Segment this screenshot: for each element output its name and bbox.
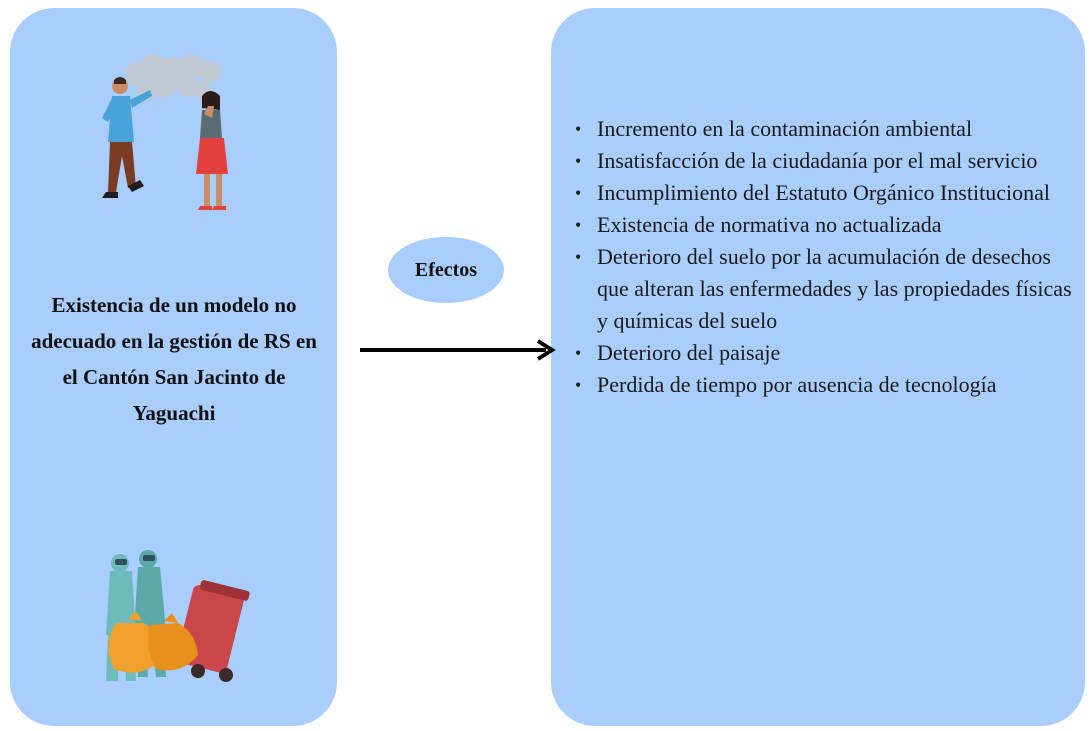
effect-item: Insatisfacción de la ciudadanía por el m… (573, 145, 1073, 177)
effects-list: Incremento en la contaminación ambiental… (573, 113, 1073, 401)
effect-item: Incremento en la contaminación ambiental (573, 113, 1073, 145)
effect-item: Existencia de normativa no actualizada (573, 209, 1073, 241)
right-arrow-icon (360, 339, 556, 361)
effects-connector-ellipse: Efectos (388, 237, 504, 303)
effect-item: Deterioro del suelo por la acumulación d… (573, 241, 1073, 337)
effects-connector-label: Efectos (414, 258, 478, 281)
cause-panel (10, 8, 337, 726)
hazmat-workers-garbage-icon (106, 550, 250, 682)
people-pollution-smell-icon (102, 54, 228, 210)
cause-text: Existencia de un modelo no adecuado en l… (31, 293, 317, 425)
effect-item: Perdida de tiempo por ausencia de tecnol… (573, 369, 1073, 401)
effect-item: Incumplimiento del Estatuto Orgánico Ins… (573, 177, 1073, 209)
effect-item: Deterioro del paisaje (573, 337, 1073, 369)
